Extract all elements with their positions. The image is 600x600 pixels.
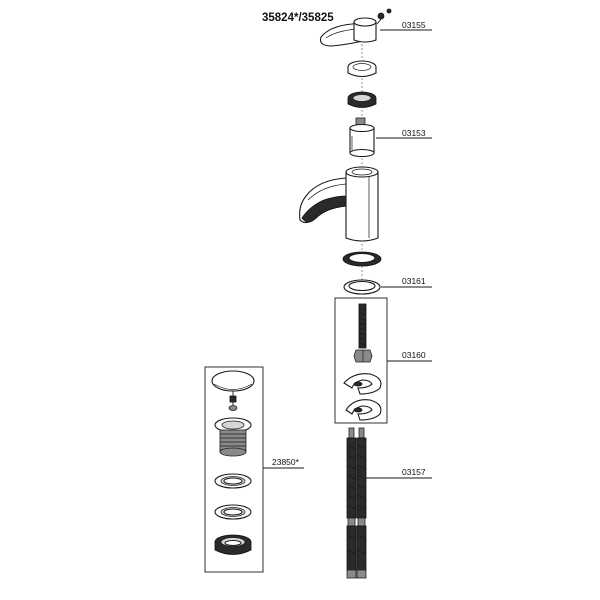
fixing-set [343, 303, 382, 421]
callout-seal: 03161 [402, 276, 426, 286]
waste-set-frame [204, 366, 264, 573]
fixing-set-frame [334, 297, 388, 424]
waste-set [211, 370, 255, 555]
cartridge-nut [347, 91, 377, 108]
flexible-hoses [346, 427, 367, 579]
callout-hoses: 03157 [402, 467, 426, 477]
callout-waste: 23850* [272, 457, 300, 467]
callout-cartridge: 03153 [402, 128, 426, 138]
callout-handle: 03155 [402, 20, 426, 30]
handle-ring [347, 60, 377, 78]
callout-fixing-set: 03160 [402, 350, 426, 360]
cartridge [349, 117, 375, 158]
base-ring [342, 251, 382, 267]
mixer-body [299, 166, 379, 242]
model-number-title: 35824*/35825 [262, 12, 334, 24]
handle-lever [319, 8, 392, 47]
seal-washer [343, 279, 381, 295]
